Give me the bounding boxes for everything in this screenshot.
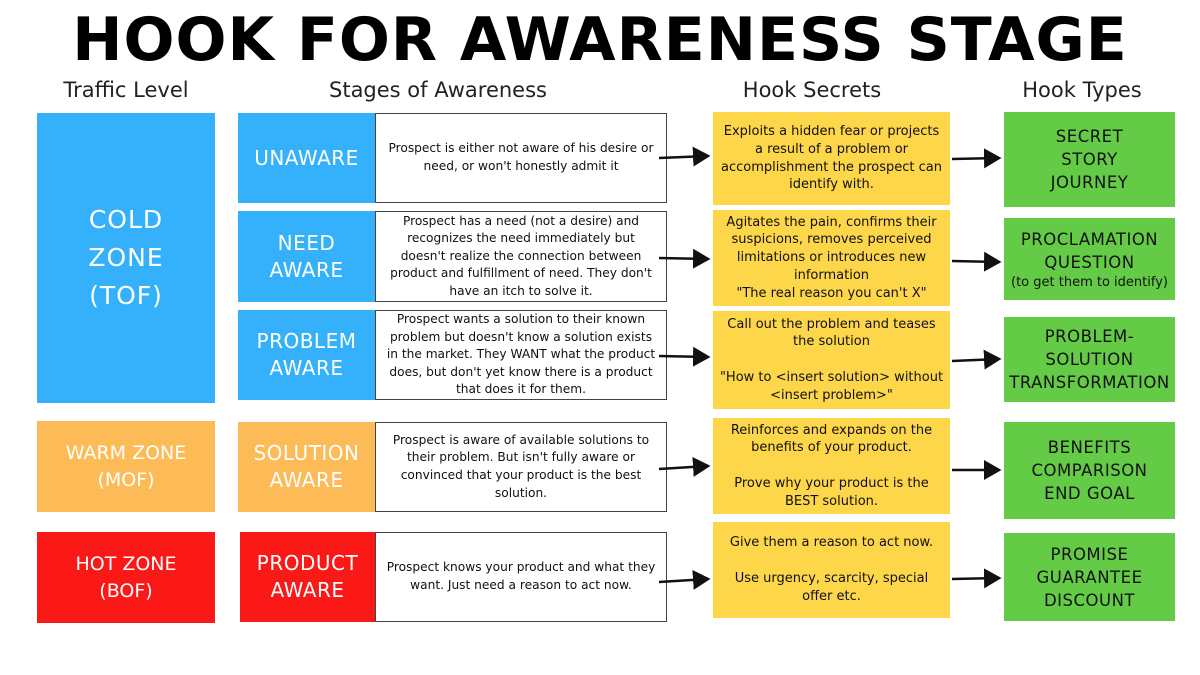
arrow-desc-to-secret-4: [658, 456, 711, 477]
hook-types-card: PROMISE GUARANTEE DISCOUNT: [1004, 533, 1175, 621]
zone-hot: HOT ZONE (BOF): [37, 532, 215, 623]
stage-product-aware: PRODUCT AWARE: [240, 532, 375, 622]
arrow-desc-to-secret-1: [658, 146, 711, 167]
stage-name: NEED AWARE: [269, 230, 344, 282]
hook-types-text: SECRET STORY JOURNEY: [1050, 127, 1129, 192]
hook-secret-text: Call out the problem and teases the solu…: [719, 316, 944, 403]
stage-description: Prospect knows your product and what the…: [375, 532, 667, 622]
stage-description: Prospect is either not aware of his desi…: [375, 113, 667, 203]
description-text: Prospect is aware of available solutions…: [392, 432, 650, 500]
header-hook-secrets: Hook Secrets: [742, 78, 882, 102]
header-stages-of-awareness: Stages of Awareness: [329, 78, 547, 102]
hook-secret-text: Exploits a hidden fear or projects a res…: [721, 123, 942, 193]
hook-secret-card: Give them a reason to act now. Use urgen…: [713, 522, 950, 618]
hook-secret-card: Reinforces and expands on the benefits o…: [713, 418, 950, 514]
zone-hot-label: HOT ZONE (BOF): [75, 552, 177, 602]
stage-name: SOLUTION AWARE: [253, 441, 360, 492]
hook-secret-text: Reinforces and expands on the benefits o…: [730, 422, 933, 509]
hook-secret-card: Exploits a hidden fear or projects a res…: [713, 112, 950, 205]
description-text: Prospect is either not aware of his desi…: [388, 141, 654, 173]
page-title: HOOK FOR AWARENESS STAGE: [72, 5, 1128, 75]
zone-warm: WARM ZONE (MOF): [37, 421, 215, 512]
header-hook-types: Hook Types: [1022, 78, 1142, 102]
arrow-desc-to-secret-2: [658, 248, 711, 269]
hook-secret-text: Agitates the pain, confirms their suspic…: [726, 214, 937, 301]
description-text: Prospect wants a solution to their known…: [386, 312, 656, 397]
stage-description: Prospect wants a solution to their known…: [375, 310, 667, 400]
hook-types-text: BENEFITS COMPARISON END GOAL: [1031, 438, 1148, 503]
arrow-secret-to-types-2: [951, 251, 1002, 272]
hook-secret-text: Give them a reason to act now. Use urgen…: [729, 535, 934, 604]
description-text: Prospect has a need (not a desire) and r…: [390, 213, 652, 298]
zone-cold-label: COLD ZONE (TOF): [88, 205, 164, 310]
hook-types-text: PROBLEM- SOLUTION TRANSFORMATION: [1009, 327, 1170, 392]
stage-name: PRODUCT AWARE: [256, 551, 359, 602]
zone-cold: COLD ZONE (TOF): [37, 113, 215, 403]
stage-description: Prospect has a need (not a desire) and r…: [375, 211, 667, 302]
hook-types-text: PROMISE GUARANTEE DISCOUNT: [1036, 544, 1143, 610]
stage-name: PROBLEM AWARE: [256, 329, 357, 380]
hook-types-card: SECRET STORY JOURNEY: [1004, 112, 1175, 207]
arrow-secret-to-types-1: [951, 148, 1002, 169]
hook-secret-card: Agitates the pain, confirms their suspic…: [713, 210, 950, 306]
description-text: Prospect knows your product and what the…: [386, 560, 656, 592]
hook-types-text: PROCLAMATION QUESTION: [1020, 229, 1159, 272]
arrow-desc-to-secret-5: [658, 569, 711, 590]
arrow-desc-to-secret-3: [658, 346, 711, 367]
arrow-secret-to-types-5: [951, 568, 1002, 589]
stage-unaware: UNAWARE: [238, 113, 375, 203]
stage-name: UNAWARE: [254, 145, 359, 170]
hook-types-card: PROCLAMATION QUESTION (to get them to id…: [1004, 218, 1175, 300]
hook-types-card: BENEFITS COMPARISON END GOAL: [1004, 422, 1175, 519]
hook-secret-card: Call out the problem and teases the solu…: [713, 311, 950, 409]
stage-solution-aware: SOLUTION AWARE: [238, 422, 375, 512]
stage-problem-aware: PROBLEM AWARE: [238, 310, 375, 400]
stage-description: Prospect is aware of available solutions…: [375, 422, 667, 512]
stage-need-aware: NEED AWARE: [238, 211, 375, 302]
hook-types-card: PROBLEM- SOLUTION TRANSFORMATION: [1004, 317, 1175, 402]
arrow-secret-to-types-3: [951, 349, 1002, 370]
hook-types-note: (to get them to identify): [1011, 274, 1168, 290]
header-traffic-level: Traffic Level: [63, 78, 189, 102]
zone-warm-label: WARM ZONE (MOF): [65, 441, 187, 491]
